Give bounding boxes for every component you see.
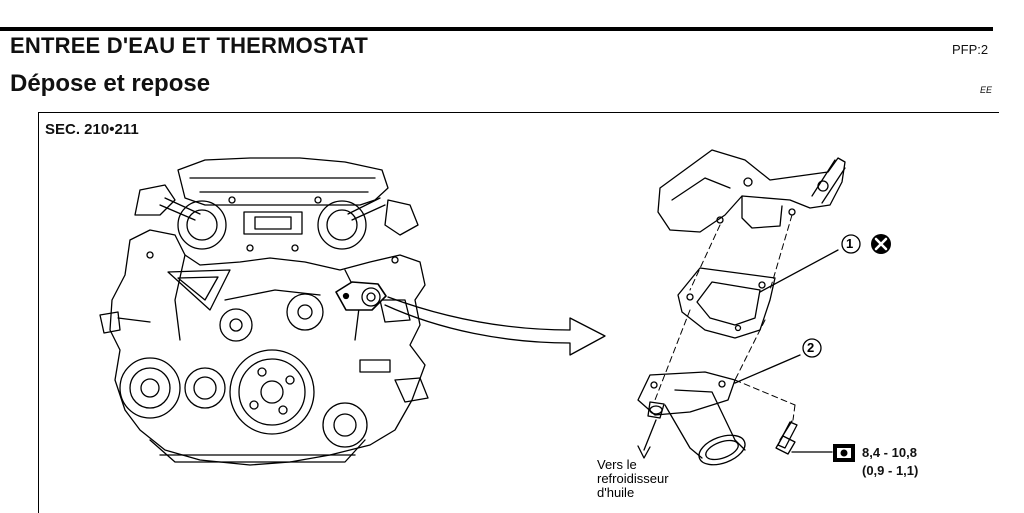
oil-cooler-note: Vers le refroidisseur d'huile xyxy=(597,458,669,500)
figure-section-label: SEC. 210•211 xyxy=(45,121,139,138)
engine-illustration xyxy=(99,157,429,466)
direction-arrow xyxy=(384,296,606,356)
page-code: PFP:2 xyxy=(952,42,989,57)
page-title: ENTREE D'EAU ET THERMOSTAT xyxy=(10,33,368,58)
torque-wrench-icon xyxy=(833,444,855,462)
replace-part-icon xyxy=(871,234,891,254)
oil-cooler-line-2: refroidisseur xyxy=(597,471,669,486)
header-rule xyxy=(0,27,993,31)
callout-2-circle xyxy=(802,338,822,358)
callout-2-number: 2 xyxy=(807,340,815,355)
figure-frame xyxy=(38,112,999,513)
section-code: EE xyxy=(980,85,993,95)
oil-cooler-line-1: Vers le xyxy=(597,457,637,472)
callout-1-number: 1 xyxy=(846,236,854,251)
callout-1-circle xyxy=(841,234,861,254)
section-subtitle: Dépose et repose xyxy=(10,70,211,97)
oil-cooler-line-3: d'huile xyxy=(597,485,635,500)
water-inlet-exploded-view xyxy=(637,149,846,466)
torque-spec-kgm: (0,9 - 1,1) xyxy=(862,463,919,478)
torque-spec-nm: 8,4 - 10,8 xyxy=(862,445,917,460)
